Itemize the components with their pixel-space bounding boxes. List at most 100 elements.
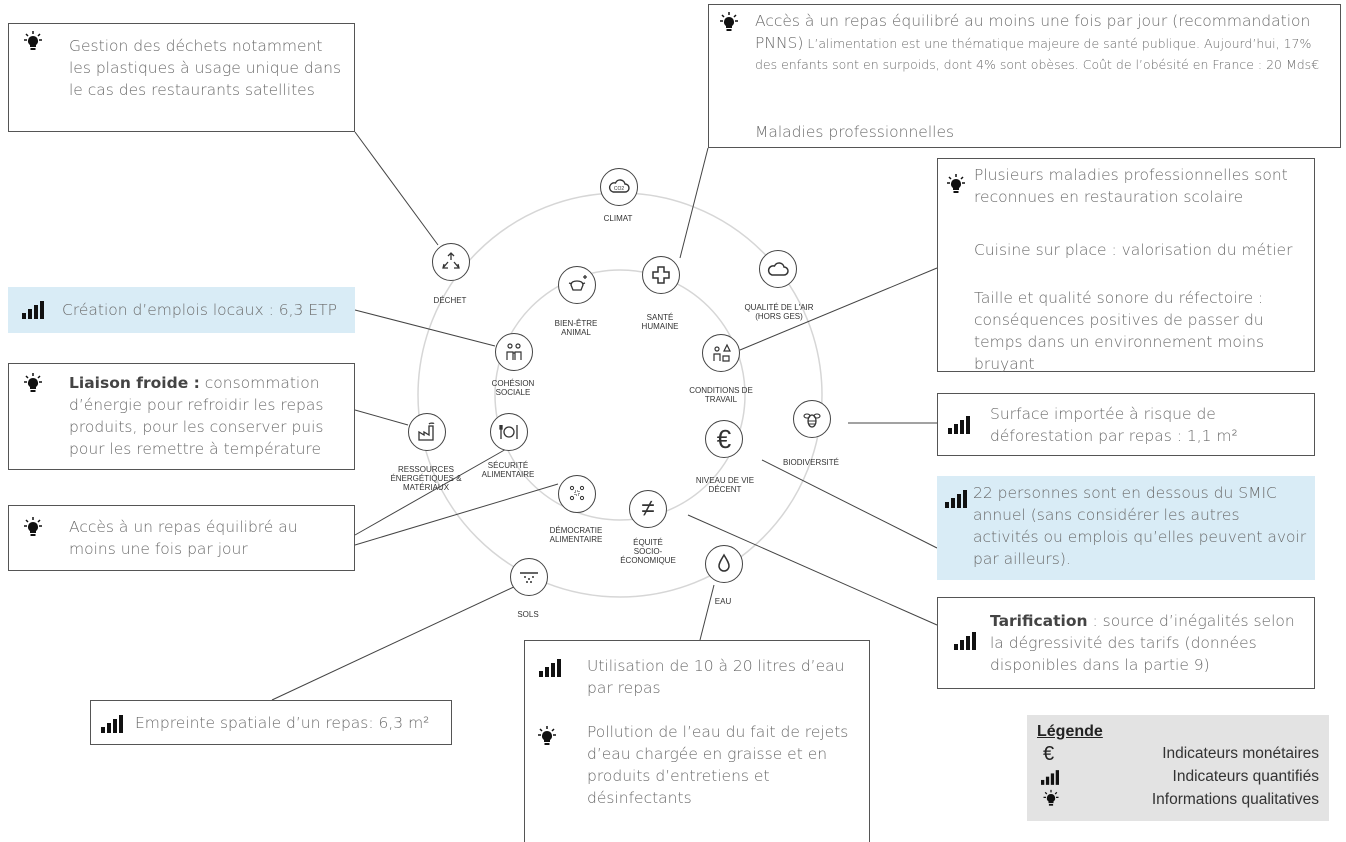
- empreinte-text: Empreinte spatiale d’un repas: 6,3 m²: [135, 714, 430, 732]
- sols-label: SOLS: [517, 610, 539, 619]
- soil-icon: [520, 572, 538, 583]
- eau-text-2: Pollution de l’eau du fait de rejets d’e…: [587, 723, 849, 807]
- eau-node: [705, 545, 743, 583]
- biodiversite-label: BIODIVERSITÉ: [782, 458, 839, 467]
- tarification-box: Tarification : source d’inégalités selon…: [937, 597, 1315, 689]
- bar-chart-icon: [539, 659, 561, 677]
- lightbulb-icon: [24, 31, 42, 50]
- niveau-vie-node: €: [705, 420, 743, 458]
- acces-repas-text: Accès à un repas équilibré au moins une …: [69, 518, 298, 558]
- acces-repas-box: Accès à un repas équilibré au moins une …: [8, 505, 355, 571]
- empreinte-box: Empreinte spatiale d’un repas: 6,3 m²: [90, 700, 452, 745]
- bar-chart-icon: [101, 715, 123, 733]
- bar-chart-icon: [954, 632, 976, 650]
- emplois-box: Création d’emplois locaux : 6,3 ETP: [8, 287, 355, 333]
- dechets-box: Gestion des déchets notamment les plasti…: [8, 23, 355, 132]
- euro-icon: €: [1043, 743, 1055, 765]
- lightbulb-icon: [947, 174, 965, 193]
- qualite-air-node: [759, 250, 797, 288]
- lightbulb-icon: [24, 373, 42, 392]
- cow-plus-icon: [568, 275, 587, 291]
- surface-text: Surface importée à risque de déforestati…: [990, 405, 1238, 445]
- biodiversite-node: [793, 400, 831, 438]
- legend: Légende € Indicateurs monétaires Indicat…: [1027, 715, 1329, 821]
- cloud-co2-icon: CO2: [608, 179, 630, 193]
- eau-box: Utilisation de 10 à 20 litres d’eau par …: [524, 640, 870, 842]
- legend-row-monetary: € Indicateurs monétaires: [1037, 743, 1319, 767]
- democratie-node: [558, 475, 596, 513]
- inner-ring: [494, 269, 746, 521]
- emplois-text: Création d’emplois locaux : 6,3 ETP: [62, 301, 337, 319]
- factory-icon: [418, 422, 435, 441]
- bar-chart-icon: [945, 490, 967, 508]
- euro-icon: €: [716, 424, 732, 454]
- sante-box: Accès à un repas équilibré au moins une …: [708, 4, 1341, 148]
- legend-row-quantified: Indicateurs quantifiés: [1037, 768, 1319, 790]
- people-icon: [506, 343, 522, 360]
- not-equal-icon: ≠: [641, 495, 655, 522]
- legend-row-qualitative: Informations qualitatives: [1037, 789, 1319, 813]
- lightbulb-icon: [1043, 789, 1059, 806]
- climat-node: CO2: [600, 168, 638, 206]
- tarification-text: Tarification : source d’inégalités selon…: [990, 612, 1295, 674]
- smic-text: 22 personnes sont en dessous du SMIC ann…: [973, 484, 1307, 568]
- lightbulb-icon: [24, 517, 42, 536]
- dechet-label: DÉCHET: [433, 296, 467, 305]
- travail-text-2: Cuisine sur place : valorisation du méti…: [974, 241, 1293, 259]
- assembly-icon: [569, 485, 585, 501]
- legend-label-qualitative: Informations qualitatives: [1151, 791, 1319, 808]
- equite-node: ≠: [629, 490, 667, 528]
- bien-etre-animal-node: [558, 266, 596, 304]
- dechets-text: Gestion des déchets notamment les plasti…: [69, 37, 342, 99]
- securite-alimentaire-node: [490, 413, 528, 451]
- liaison-froide-bold: Liaison froide :: [69, 374, 200, 392]
- sols-node: [510, 558, 548, 596]
- liaison-froide-text: Liaison froide : consommation d’énergie …: [69, 374, 324, 458]
- legend-label-quantified: Indicateurs quantifiés: [1172, 768, 1319, 785]
- connector-lines: [271, 131, 938, 701]
- sante-humaine-node: [642, 256, 680, 294]
- eau-text-1: Utilisation de 10 à 20 litres d’eau par …: [587, 657, 845, 697]
- co2-text: CO2: [614, 186, 625, 192]
- cloud-icon: [767, 262, 789, 276]
- legend-title: Légende: [1037, 723, 1103, 740]
- maladies-text: Maladies professionnelles: [755, 123, 955, 141]
- medical-cross-icon: [652, 266, 670, 284]
- sante-text: Accès à un repas équilibré au moins une …: [755, 12, 1320, 72]
- worker-warning-icon: [713, 343, 731, 362]
- plate-cutlery-icon: [499, 425, 518, 439]
- bee-icon: [803, 413, 821, 428]
- bar-chart-icon: [948, 416, 970, 434]
- travail-text-3: Taille et qualité sonore du réfectoire :…: [974, 289, 1265, 373]
- ressources-node: [408, 413, 446, 451]
- water-drop-icon: [718, 553, 730, 572]
- smic-box: 22 personnes sont en dessous du SMIC ann…: [937, 476, 1315, 580]
- surface-box: Surface importée à risque de déforestati…: [937, 393, 1315, 456]
- bar-chart-icon: [1041, 770, 1059, 785]
- cohesion-sociale-node: [495, 333, 533, 371]
- lightbulb-icon: [720, 12, 738, 31]
- liaison-froide-box: Liaison froide : consommation d’énergie …: [8, 363, 355, 470]
- climat-label: CLIMAT: [603, 214, 633, 223]
- conditions-travail-box: Plusieurs maladies professionnelles sont…: [937, 158, 1315, 373]
- travail-text-1: Plusieurs maladies professionnelles sont…: [974, 166, 1288, 206]
- bar-chart-icon: [22, 301, 44, 319]
- recycle-icon: [442, 252, 460, 269]
- qualite-air-label: QUALITÉ DE L'AIR(HORS GES): [744, 303, 814, 321]
- tarification-bold: Tarification: [990, 612, 1088, 630]
- legend-label-monetary: Indicateurs monétaires: [1162, 745, 1319, 762]
- eau-label: EAU: [714, 597, 732, 606]
- dechet-node: [432, 243, 470, 281]
- lightbulb-icon: [538, 726, 556, 745]
- outer-ring: [417, 192, 823, 598]
